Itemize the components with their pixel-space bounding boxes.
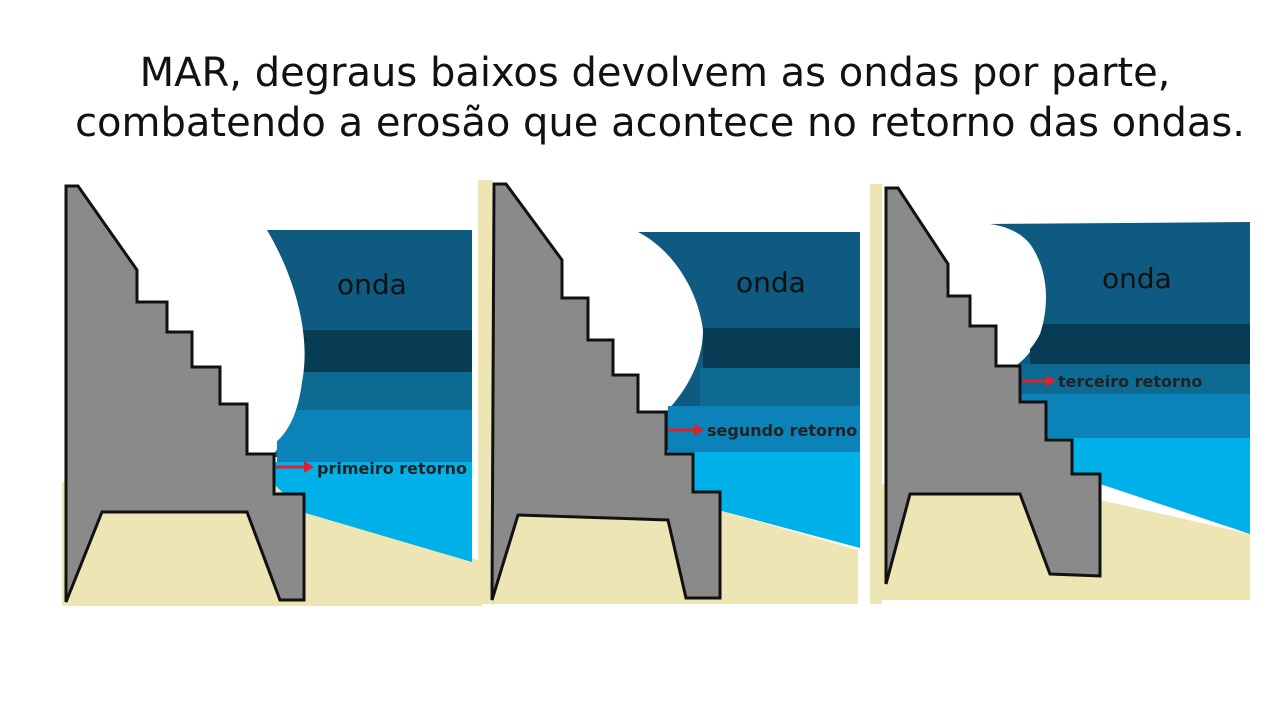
sand-edge: [478, 180, 492, 604]
wave-label: onda: [337, 268, 407, 301]
return-label: segundo retorno: [707, 421, 857, 440]
seawall-diagram-2: onda segundo retorno: [478, 180, 868, 604]
wave-dark-band: [1030, 324, 1250, 364]
diagram-panel-2: onda segundo retorno: [478, 180, 868, 604]
wave-light-band: [277, 410, 472, 462]
water-area: [668, 450, 860, 548]
seawall-diagram-3: onda terceiro retorno: [870, 184, 1254, 604]
title-line-1: MAR, degraus baixos devolvem as ondas po…: [139, 50, 1171, 96]
wave-dark-band: [703, 328, 860, 368]
return-label: primeiro retorno: [317, 459, 467, 478]
wave-crest-foam: [152, 192, 305, 454]
title-line-2: combatendo a erosão que acontece no reto…: [75, 100, 1245, 146]
wave-label: onda: [1102, 262, 1172, 295]
seawall-steps: [884, 186, 1102, 585]
sand-edge: [870, 184, 882, 604]
diagram-panel-3: onda terceiro retorno: [870, 184, 1254, 604]
seawall-steps: [490, 182, 722, 601]
seawall-steps: [64, 184, 306, 603]
wave-mid-band: [297, 372, 472, 410]
return-arrow-head: [694, 424, 704, 436]
wave-crest-foam: [568, 220, 701, 410]
wave-mid-band: [1018, 364, 1250, 394]
diagram-panel-1: onda primeiro retorno: [62, 182, 492, 606]
water-area: [272, 462, 472, 562]
return-arrow-head: [1046, 375, 1056, 387]
wave-light-band: [1020, 394, 1250, 438]
wave-mid-band: [700, 368, 860, 406]
return-label: terceiro retorno: [1058, 372, 1202, 391]
wave-dark-band: [297, 330, 472, 372]
return-arrow-head: [304, 461, 314, 473]
slide-title: MAR, degraus baixos devolvem as ondas po…: [0, 48, 1280, 148]
seawall-diagram-1: onda primeiro retorno: [62, 182, 492, 606]
wave-label: onda: [736, 266, 806, 299]
